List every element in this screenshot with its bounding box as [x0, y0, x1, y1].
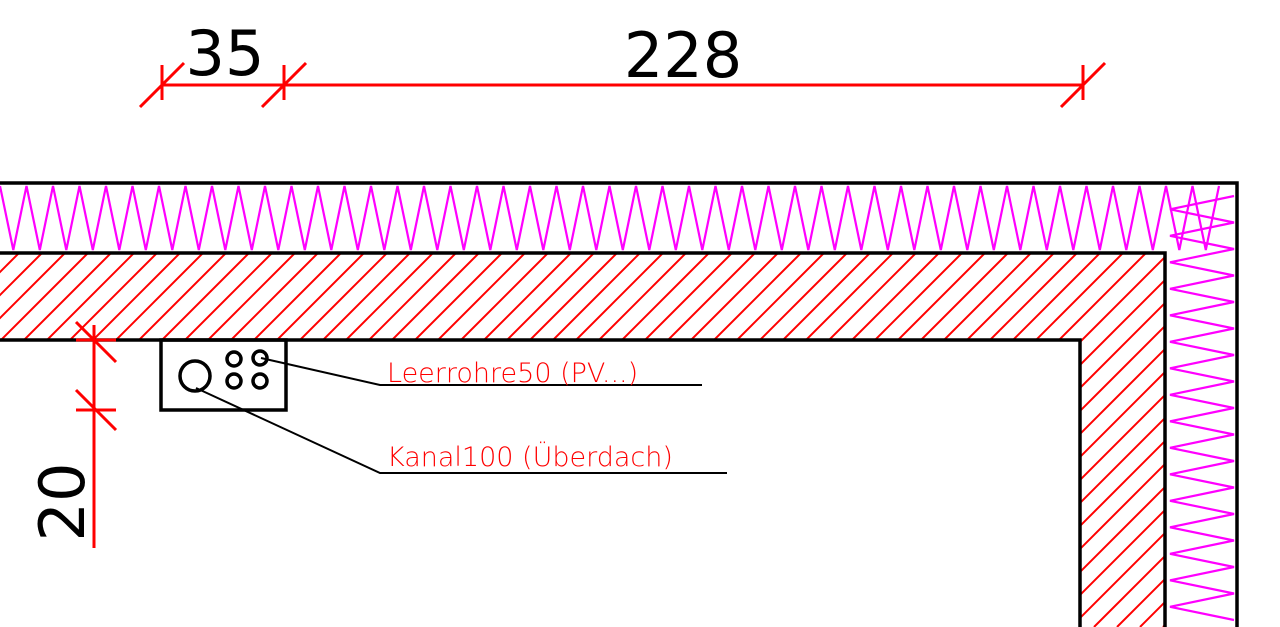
hatch-line — [978, 253, 1165, 627]
hatch-line — [0, 253, 210, 627]
conduit-circle-3 — [225, 372, 243, 390]
tick-upper — [74, 320, 118, 364]
hatch-line — [725, 253, 1107, 627]
hatch-line — [771, 253, 1153, 627]
hatch-line — [196, 253, 578, 627]
hatch-line — [0, 253, 3, 627]
dimension-text-35: 35 — [186, 17, 265, 90]
hatch-line — [219, 253, 601, 627]
hatch-line — [633, 253, 1015, 627]
hatch-line — [0, 253, 187, 627]
hatch-line — [0, 253, 72, 627]
hatch-line — [0, 253, 279, 627]
hatch-line — [1232, 247, 1280, 627]
hatch-line — [0, 253, 164, 627]
hatch-line — [104, 253, 486, 627]
hatch-line — [0, 253, 348, 627]
hatch-line — [127, 253, 509, 627]
conduit-circle-1 — [225, 350, 243, 368]
hatch-line — [357, 253, 739, 627]
hatch-line — [794, 253, 1165, 627]
hatch-line — [288, 253, 670, 627]
hatch-line — [449, 253, 831, 627]
hatch-line — [0, 253, 325, 627]
outer-boundary-line — [0, 181, 1239, 627]
hatch-line — [610, 253, 992, 627]
dimension-text-20: 20 — [26, 463, 99, 542]
wall-hatching — [0, 247, 1280, 627]
hatch-line — [886, 253, 1165, 627]
hatch-line — [1093, 253, 1165, 627]
hatch-line — [0, 253, 302, 627]
wall-outer-line — [0, 251, 1167, 627]
hatch-line — [150, 253, 532, 627]
hatch-line — [495, 253, 877, 627]
hatch-line — [403, 253, 785, 627]
hatch-line — [748, 253, 1130, 627]
label-channel: Kanal100 (Überdach) — [387, 441, 673, 473]
hatch-line — [12, 253, 394, 627]
hatch-line — [0, 253, 26, 627]
hatch-line — [1047, 253, 1165, 627]
hatch-line — [679, 253, 1061, 627]
hatch-line — [1070, 253, 1165, 627]
leader-conduit — [260, 357, 702, 386]
hatch-line — [426, 253, 808, 627]
hatch-line — [265, 253, 647, 627]
insulation-zigzag-top — [0, 185, 1221, 251]
hatch-line — [81, 253, 463, 627]
wall-inner-line — [0, 338, 1082, 627]
label-conduit: Leerrohre50 (PV...) — [387, 358, 638, 389]
conduit-box — [159, 338, 288, 412]
hatch-line — [564, 253, 946, 627]
conduit-circle-2 — [251, 349, 269, 367]
hatch-line — [1186, 247, 1280, 627]
hatch-line — [863, 253, 1165, 627]
dimension-left — [74, 320, 118, 548]
hatch-line — [541, 253, 923, 627]
hatch-line — [1139, 253, 1165, 627]
hatch-line — [0, 253, 95, 627]
channel-circle — [178, 359, 212, 393]
hatch-line — [702, 253, 1084, 627]
insulation-layer — [0, 185, 1235, 622]
hatch-line — [0, 253, 49, 627]
hatch-line — [0, 253, 141, 627]
leader-lines — [195, 357, 727, 474]
insulation-zigzag-right — [1169, 194, 1235, 622]
wall-outlines — [0, 181, 1239, 627]
hatch-line — [817, 253, 1165, 627]
hatch-line — [518, 253, 900, 627]
hatch-line — [311, 253, 693, 627]
hatch-line — [587, 253, 969, 627]
hatch-line — [1024, 253, 1165, 627]
leader-channel — [195, 387, 727, 474]
hatch-line — [1255, 247, 1280, 627]
hatch-line — [0, 253, 118, 627]
dimension-text-228: 228 — [624, 19, 742, 92]
hatch-line — [472, 253, 854, 627]
conduit-circle-4 — [251, 372, 269, 390]
conduit-symbols — [178, 349, 269, 393]
hatch-line — [380, 253, 762, 627]
dimension-top — [138, 61, 1107, 109]
hatch-line — [334, 253, 716, 627]
hatch-line — [58, 253, 440, 627]
hatch-line — [656, 253, 1038, 627]
hatch-line — [0, 253, 371, 627]
hatch-line — [173, 253, 555, 627]
